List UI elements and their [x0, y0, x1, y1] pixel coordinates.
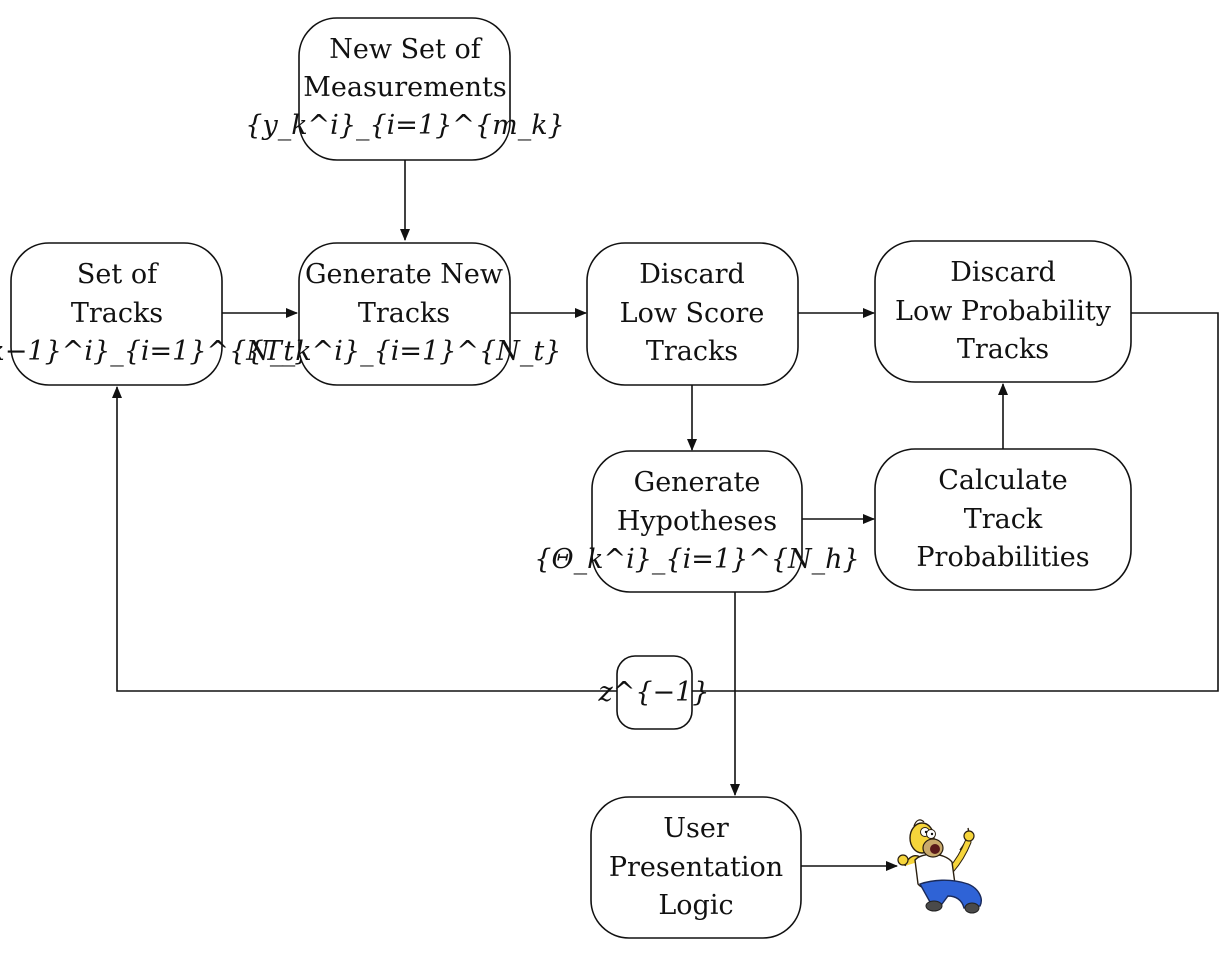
edges	[112, 160, 1219, 871]
node-delay-formula: z^{−1}	[597, 677, 709, 708]
node-delay: z^{−1}	[597, 655, 710, 730]
node-new-measurements-line-2: Measurements	[303, 72, 507, 103]
node-generate-new-tracks-formula: {T_k^i}_{i=1}^{N_t}	[247, 336, 562, 367]
node-generate-hypotheses-line-2: Hypotheses	[617, 506, 777, 537]
edge-discard-prob-to-delay	[692, 312, 1219, 692]
node-calculate-track-probabilities-line-2: Track	[964, 504, 1043, 535]
node-discard-low-score-line-3: Tracks	[646, 336, 738, 367]
node-set-of-tracks-formula: {T_{k−1}^i}_{i=1}^{N_t}	[0, 336, 311, 367]
node-user-presentation-logic-line-3: Logic	[658, 890, 733, 921]
node-set-of-tracks: Set of Tracks {T_{k−1}^i}_{i=1}^{N_t}	[0, 242, 311, 386]
node-discard-low-score-line-1: Discard	[639, 259, 745, 290]
node-calculate-track-probabilities-line-1: Calculate	[938, 465, 1067, 496]
node-discard-low-score: Discard Low Score Tracks	[586, 242, 799, 386]
node-discard-low-score-line-2: Low Score	[620, 298, 765, 329]
node-user-presentation-logic-line-2: Presentation	[609, 852, 783, 883]
node-generate-new-tracks-line-2: Tracks	[358, 298, 450, 329]
edge-delay-to-tracks	[112, 386, 617, 692]
node-set-of-tracks-line-2: Tracks	[71, 298, 163, 329]
node-calculate-track-probabilities-line-3: Probabilities	[916, 542, 1089, 573]
node-new-measurements-line-1: New Set of	[329, 34, 482, 65]
node-set-of-tracks-line-1: Set of	[77, 259, 159, 290]
node-generate-hypotheses-formula: {Θ_k^i}_{i=1}^{N_h}	[534, 544, 859, 575]
node-user-presentation-logic-line-1: User	[663, 813, 729, 844]
node-calculate-track-probabilities: Calculate Track Probabilities	[874, 448, 1132, 591]
running-cartoon-man-icon	[897, 819, 982, 914]
node-new-measurements: New Set of Measurements {y_k^i}_{i=1}^{m…	[245, 17, 565, 161]
node-discard-low-probability-line-2: Low Probability	[895, 296, 1112, 327]
node-discard-low-probability: Discard Low Probability Tracks	[874, 240, 1132, 383]
node-generate-hypotheses-line-1: Generate	[634, 467, 761, 498]
node-user-presentation-logic: User Presentation Logic	[590, 796, 802, 939]
node-discard-low-probability-line-3: Tracks	[957, 334, 1049, 365]
node-discard-low-probability-line-1: Discard	[950, 257, 1056, 288]
node-generate-hypotheses: Generate Hypotheses {Θ_k^i}_{i=1}^{N_h}	[534, 450, 860, 593]
node-new-measurements-formula: {y_k^i}_{i=1}^{m_k}	[245, 110, 564, 141]
node-generate-new-tracks-line-1: Generate New	[305, 259, 503, 290]
node-generate-new-tracks: Generate New Tracks {T_k^i}_{i=1}^{N_t}	[247, 242, 562, 386]
